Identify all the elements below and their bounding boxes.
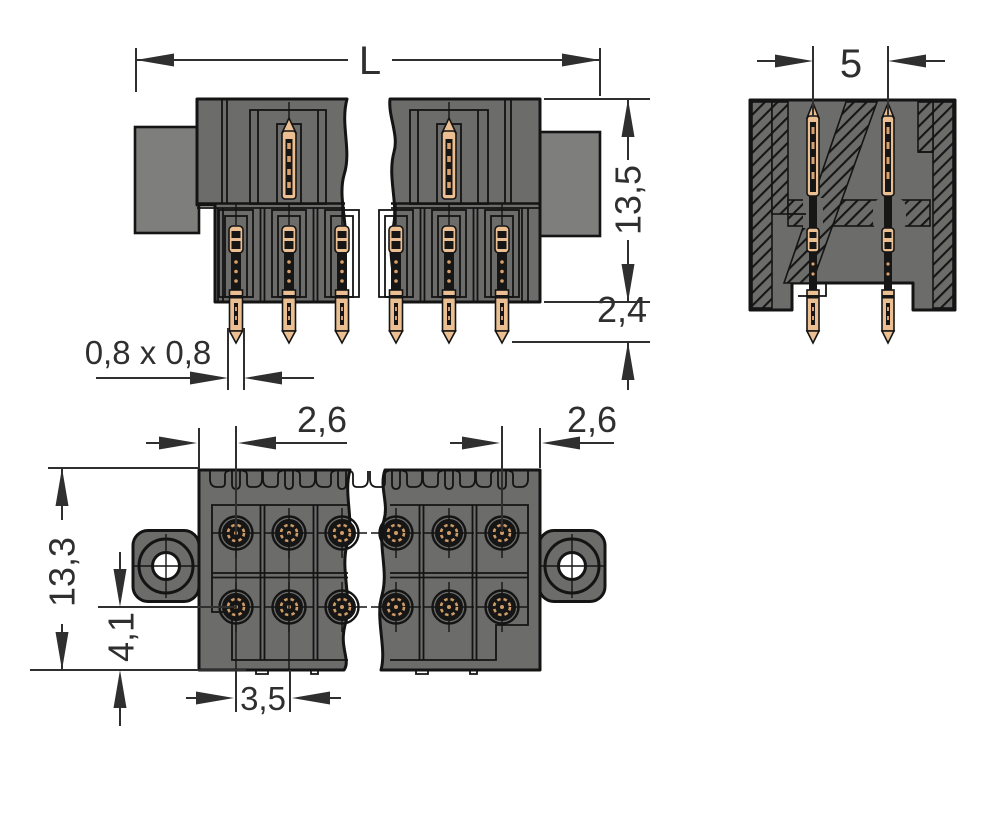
header-pin-lower-row: [271, 202, 307, 344]
dim-label-row-offset: 4,1: [101, 612, 142, 662]
dimension-total-height-13-3: 13,3: [30, 467, 246, 671]
header-pin-lower-row: [378, 202, 414, 344]
header-pin-lower-row: [324, 202, 360, 344]
end-flange-right: [536, 130, 602, 238]
mounting-ear-left: [131, 529, 201, 603]
mounting-ear-right: [537, 529, 607, 603]
dimension-pin-cross-section: 0,8 x 0,8: [85, 328, 314, 390]
dimension-length-L: L: [135, 39, 601, 96]
header-pin-lower-row: [431, 202, 467, 344]
dim-label-height: 13,5: [608, 165, 649, 235]
dimension-row-pitch-5: 5: [757, 42, 945, 116]
pin-cell-frames: [211, 504, 529, 661]
dim-label-row-pitch: 5: [840, 42, 862, 86]
dimension-pin-pitch-3-5: 3,5: [186, 533, 341, 717]
dimension-row-offset-4-1: 4,1: [98, 552, 236, 726]
bottom-block-right: [378, 468, 542, 672]
dim-label-length: L: [359, 39, 381, 83]
end-flange-left: [133, 125, 201, 235]
bottom-view: 2,6 2,6 13,3 4,1 3,5: [30, 399, 617, 726]
dimension-pin-protrusion-2-4: 2,4: [512, 289, 650, 390]
bottom-feet: [255, 669, 478, 675]
dim-label-edge-offset-right: 2,6: [567, 399, 617, 440]
side-view: L 13,5 2,4 0,8 x 0,8: [85, 39, 650, 390]
dimension-edge-offset-left: 2,6: [146, 399, 347, 670]
dim-label-pin-pitch: 3,5: [240, 680, 286, 717]
header-pin-lower-row: [218, 202, 254, 344]
dim-label-pin-protrusion: 2,4: [597, 289, 647, 330]
dim-label-total-height: 13,3: [42, 537, 83, 607]
bottom-block-left: [197, 468, 352, 672]
dimension-edge-offset-right: 2,6: [450, 399, 617, 532]
section-view: 5: [748, 42, 957, 344]
dimension-height-13-5: 13,5: [544, 98, 650, 303]
dim-label-edge-offset-left: 2,6: [297, 399, 347, 440]
dim-label-pin-cross-section: 0,8 x 0,8: [85, 334, 212, 371]
